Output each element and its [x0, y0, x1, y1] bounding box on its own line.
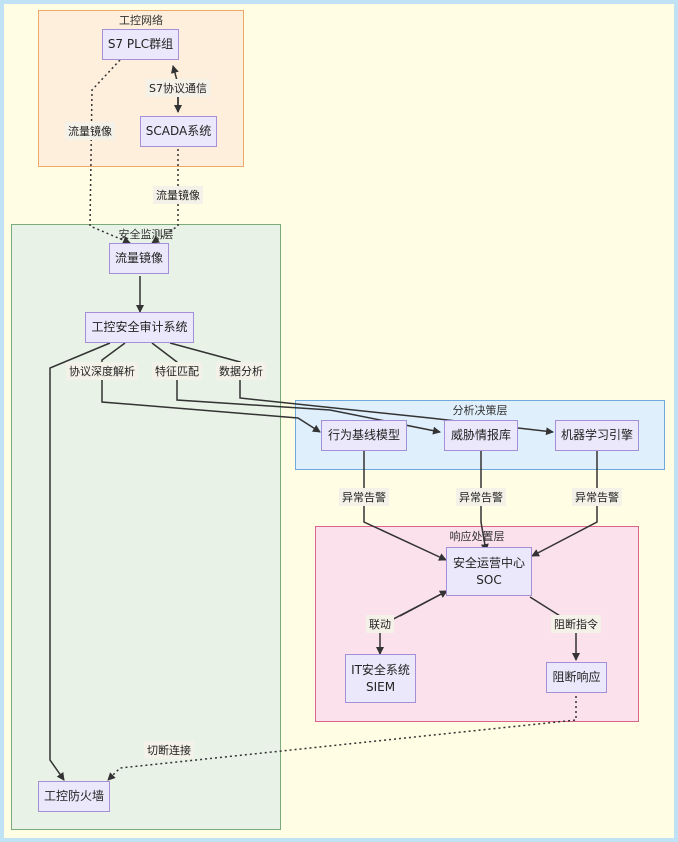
edge-label-data-analysis: 数据分析	[216, 362, 266, 380]
edge-data-analysis	[169, 342, 554, 436]
node-soc-label-line2: SOC	[476, 572, 502, 587]
edge-protocol-parsing	[101, 342, 321, 433]
node-block-response[interactable]: 阻断响应	[546, 662, 607, 693]
node-ics-firewall-label: 工控防火墙	[43, 789, 104, 804]
node-siem-label-line1: IT安全系统	[351, 663, 410, 678]
edge-label-s7-protocol: S7协议通信	[146, 79, 210, 97]
edge-mirror-scada	[151, 149, 179, 244]
node-siem-label-line2: SIEM	[365, 679, 396, 694]
edge-label-alert-intel: 异常告警	[456, 488, 506, 506]
node-traffic-mirror[interactable]: 流量镜像	[109, 243, 169, 274]
node-soc-label-line1: 安全运营中心	[452, 556, 525, 571]
edge-label-feature-match: 特征匹配	[152, 362, 202, 380]
edge-cut-connection	[107, 696, 577, 781]
edge-alert-intel	[480, 451, 489, 552]
node-scada[interactable]: SCADA系统	[140, 116, 217, 147]
node-threat-intel-label: 威胁情报库	[450, 428, 511, 443]
node-block-response-label: 阻断响应	[552, 670, 601, 685]
node-baseline-model-label: 行为基线模型	[327, 428, 400, 443]
edge-label-mirror-plc: 流量镜像	[65, 122, 115, 140]
node-soc[interactable]: 安全运营中心 SOC	[446, 547, 532, 596]
edge-mirror-plc	[89, 59, 131, 244]
group-title-analysis: 分析决策层	[452, 404, 508, 417]
group-title-ics-network: 工控网络	[119, 14, 163, 27]
node-ml-engine[interactable]: 机器学习引擎	[555, 420, 639, 451]
node-siem[interactable]: IT安全系统 SIEM	[345, 654, 416, 703]
edge-label-linkage: 联动	[366, 615, 394, 633]
node-s7-plc-label: S7 PLC群组	[107, 37, 174, 52]
node-ics-firewall[interactable]: 工控防火墙	[38, 781, 110, 812]
edge-label-protocol-parsing: 协议深度解析	[66, 362, 138, 380]
node-ics-audit-label: 工控安全审计系统	[91, 320, 188, 335]
node-traffic-mirror-label: 流量镜像	[114, 251, 163, 266]
node-scada-label: SCADA系统	[145, 124, 212, 139]
node-threat-intel[interactable]: 威胁情报库	[444, 420, 518, 451]
edge-alert-ml	[531, 451, 598, 557]
edge-label-alert-ml: 异常告警	[572, 488, 622, 506]
edge-label-cut-connection: 切断连接	[144, 741, 194, 759]
edge-feature-match	[151, 342, 441, 435]
edge-alert-baseline	[363, 451, 447, 561]
edge-linkage-return	[399, 590, 448, 617]
node-baseline-model[interactable]: 行为基线模型	[321, 420, 407, 451]
edge-label-block-command: 阻断指令	[551, 615, 601, 633]
group-title-response: 响应处置层	[449, 530, 505, 543]
edge-audit-to-firewall	[49, 342, 111, 781]
node-s7-plc[interactable]: S7 PLC群组	[102, 29, 179, 60]
edge-label-mirror-scada: 流量镜像	[153, 186, 203, 204]
edge-label-alert-baseline: 异常告警	[339, 488, 389, 506]
node-ics-audit[interactable]: 工控安全审计系统	[85, 312, 194, 343]
node-ml-engine-label: 机器学习引擎	[560, 428, 633, 443]
